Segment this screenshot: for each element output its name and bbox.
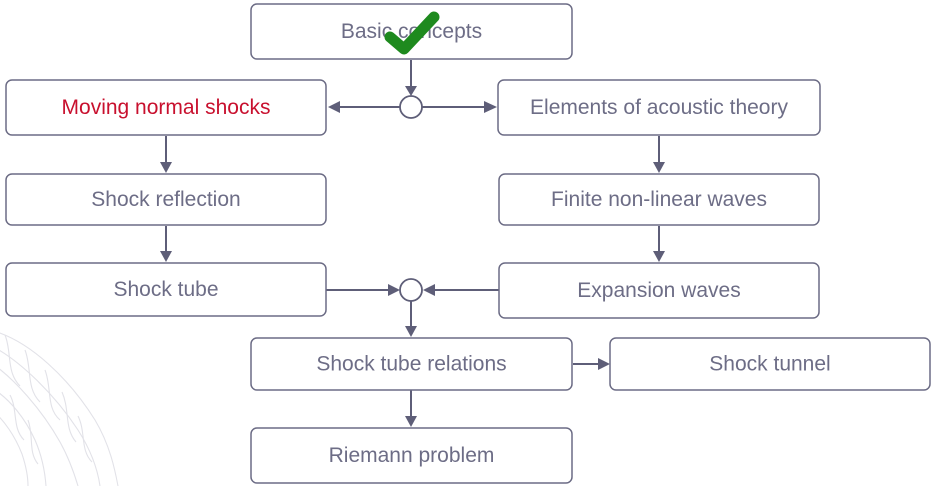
node-label: Expansion waves (577, 279, 740, 302)
node-moving-normal-shocks[interactable]: Moving normal shocks (5, 79, 327, 136)
node-box (498, 262, 820, 319)
node-shock-reflection[interactable]: Shock reflection (5, 173, 327, 226)
arrowhead (160, 251, 172, 262)
arrowhead (388, 284, 400, 296)
node-shock-tunnel[interactable]: Shock tunnel (609, 337, 931, 391)
arrowhead (160, 162, 172, 173)
node-box (498, 173, 820, 226)
node-finite-nonlinear-waves[interactable]: Finite non-linear waves (498, 173, 820, 226)
node-label: Elements of acoustic theory (530, 96, 788, 119)
node-label: Moving normal shocks (62, 96, 271, 119)
connectors (160, 60, 665, 427)
junction-top (399, 95, 423, 119)
arrowhead (405, 326, 417, 337)
node-shock-tube-relations[interactable]: Shock tube relations (250, 337, 573, 391)
node-label: Shock tube (113, 278, 218, 301)
checkmark-icon (384, 11, 440, 55)
node-box (497, 79, 821, 136)
arrowhead (405, 416, 417, 427)
node-label: Shock tunnel (709, 353, 830, 376)
node-label: Shock tube relations (316, 353, 506, 376)
node-expansion-waves[interactable]: Expansion waves (498, 262, 820, 319)
arrowhead (328, 101, 340, 113)
arrowhead (598, 358, 610, 370)
arrowhead (423, 284, 435, 296)
node-basic-concepts[interactable]: Basic concepts (250, 3, 573, 60)
arrowhead (653, 251, 665, 262)
junction-middle (399, 278, 423, 302)
node-box (5, 79, 327, 136)
node-box (250, 427, 573, 484)
arrowhead (653, 162, 665, 173)
node-elements-acoustic-theory[interactable]: Elements of acoustic theory (497, 79, 821, 136)
node-box (609, 337, 931, 391)
node-label: Shock reflection (91, 188, 240, 211)
node-label: Finite non-linear waves (551, 188, 767, 211)
node-label: Basic concepts (341, 20, 482, 43)
leaf-watermark-icon (0, 332, 119, 486)
node-label: Riemann problem (329, 444, 495, 467)
node-box (5, 173, 327, 226)
node-box (5, 262, 327, 317)
node-box (250, 3, 573, 60)
arrowhead (405, 86, 417, 96)
node-shock-tube[interactable]: Shock tube (5, 262, 327, 317)
node-box (250, 337, 573, 391)
arrowhead (484, 101, 497, 113)
node-riemann-problem[interactable]: Riemann problem (250, 427, 573, 484)
